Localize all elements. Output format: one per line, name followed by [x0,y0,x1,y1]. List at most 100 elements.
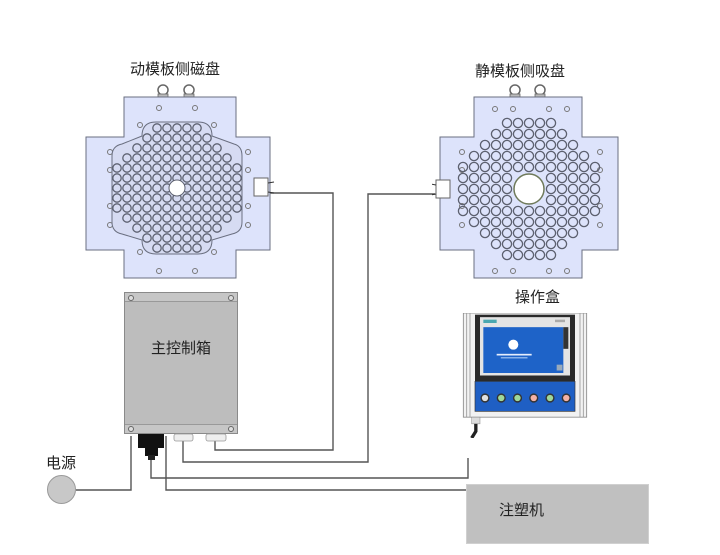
magnet-pole [512,227,524,239]
magnet-pole [172,233,182,243]
magnet-pole [172,143,182,153]
magnet-pole [589,161,601,173]
magnet-pole [202,193,212,203]
wire-power [76,436,132,491]
screw-icon [228,426,234,432]
magnet-pole [567,139,579,151]
magnet-pole [545,216,557,228]
magnet-pole [222,203,232,213]
magnet-pole [122,203,132,213]
magnet-pole [534,139,546,151]
magnet-pole [512,238,524,250]
magnet-pole [202,143,212,153]
magnet-pole [172,123,182,133]
magnet-pole [132,173,142,183]
magnet-pole [152,193,162,203]
magnet-pole [182,163,192,173]
magnet-pole [479,161,491,173]
magnet-pole [172,163,182,173]
magnet-pole [162,233,172,243]
magnet-pole [578,150,590,162]
magnet-pole [142,173,152,183]
magnet-pole [490,194,502,206]
magnet-pole [534,128,546,140]
magnet-pole [212,193,222,203]
magnet-pole [490,227,502,239]
magnet-pole [232,163,242,173]
power-supply [47,475,76,504]
magnet-pole [545,238,557,250]
magnet-pole [192,183,202,193]
panel-button-light [498,394,505,402]
magnet-pole [192,173,202,183]
magnet-pole [578,194,590,206]
magnet-pole [501,183,513,195]
panel-button-light [514,394,521,402]
magnet-pole [556,172,568,184]
magnet-pole [202,163,212,173]
magnet-pole [490,128,502,140]
magnet-pole [152,133,162,143]
magnet-pole [523,216,535,228]
magnet-pole [523,249,535,261]
magnet-pole [501,194,513,206]
wire-moving-plate [214,192,334,451]
magnet-pole [501,139,513,151]
magnet-pole [162,203,172,213]
magnet-pole [192,123,202,133]
moving-plate-label: 动模板侧磁盘 [130,60,221,78]
magnet-pole [222,163,232,173]
magnet-pole [192,213,202,223]
magnet-pole [182,153,192,163]
main-control-box: 主控制箱 [124,292,238,434]
magnet-pole [567,172,579,184]
magnet-pole [479,139,491,151]
screw-icon [228,295,234,301]
magnet-pole [545,139,557,151]
magnet-pole [490,172,502,184]
magnet-pole [202,203,212,213]
magnet-pole [479,183,491,195]
magnet-pole [589,172,601,184]
magnet-pole [578,205,590,217]
fixed-plate-label: 静模板侧吸盘 [475,62,566,80]
magnet-pole [112,173,122,183]
magnet-pole [589,183,601,195]
magnet-pole [545,117,557,129]
magnet-pole [162,223,172,233]
magnet-pole [556,194,568,206]
magnet-pole [545,150,557,162]
magnet-pole [457,161,469,173]
magnet-pole [501,205,513,217]
magnet-pole [202,183,212,193]
magnet-pole [578,161,590,173]
wire-fixed-plate [182,193,435,463]
magnet-pole [192,233,202,243]
magnet-pole [567,216,579,228]
magnet-pole [232,193,242,203]
magnet-pole [152,213,162,223]
magnet-pole [132,203,142,213]
magnet-pole [578,216,590,228]
magnet-pole [182,133,192,143]
magnet-pole [534,205,546,217]
screw-icon [128,295,134,301]
magnet-pole [479,194,491,206]
magnet-pole [501,161,513,173]
magnet-pole [534,227,546,239]
panel-button-light [563,394,570,402]
magnet-pole [152,183,162,193]
panel-button-light [481,394,489,402]
magnet-pole [490,238,502,250]
main-control-box-label: 主控制箱 [150,339,211,357]
magnet-pole [512,161,524,173]
magnet-pole [212,153,222,163]
magnet-pole [578,183,590,195]
magnet-pole [523,128,535,140]
magnet-pole [490,161,502,173]
magnet-pole [112,163,122,173]
magnet-pole [523,139,535,151]
magnet-pole [556,227,568,239]
magnet-pole [152,173,162,183]
magnet-pole [192,243,202,253]
